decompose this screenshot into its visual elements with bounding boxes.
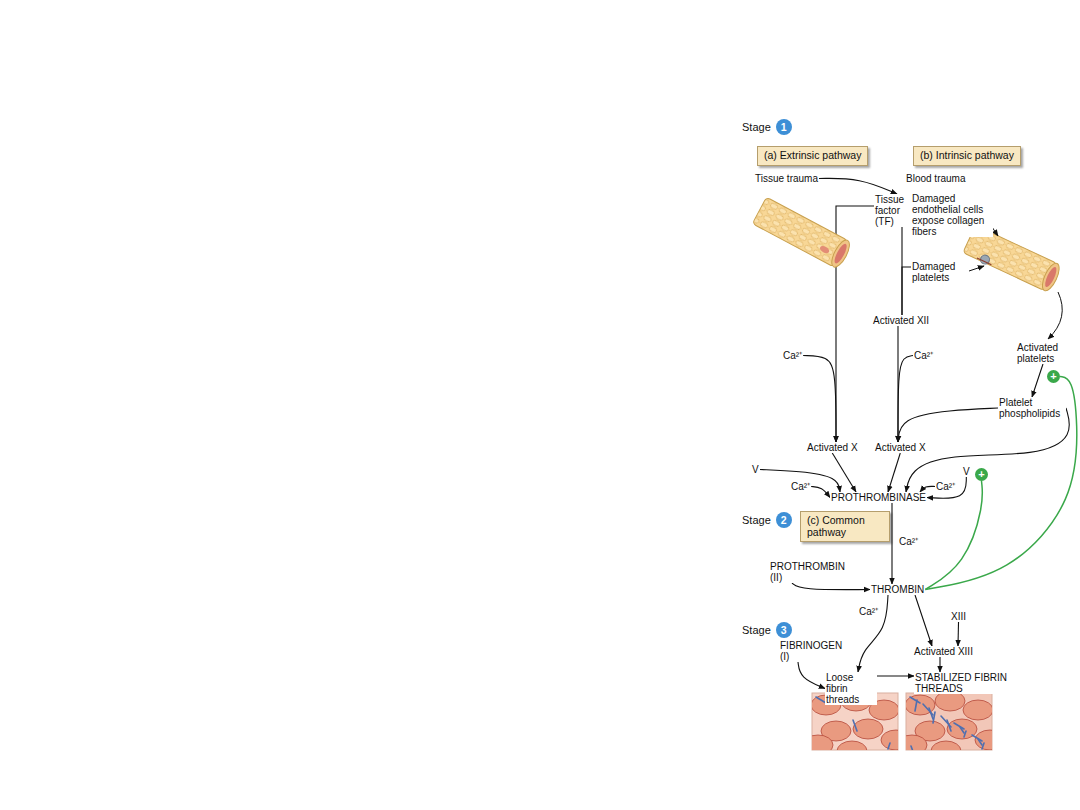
edge-label: Ca²⁺ [898,536,919,547]
label-text: + [1047,370,1060,383]
stage-marker: Stage 1 [742,119,792,135]
label-text: THROMBIN [871,584,924,595]
reaction-arrow [803,356,836,443]
label-text: Ca²⁺ [914,350,933,361]
process-label: Activated XIII [913,646,974,657]
stage-marker: Stage 3 [742,622,792,638]
process-label: XIII [950,611,967,622]
label-text: V [963,466,970,477]
label-text: PROTHROMBIN (II) [770,561,852,583]
label-text: Platelet phospholipids [999,397,1065,419]
label-text: V [752,464,759,475]
label-text: (b) Intrinsic pathway [920,150,1014,162]
reaction-arrow [915,595,932,646]
pointer-arrow [1048,292,1062,339]
process-label: Activated platelets [1016,342,1070,364]
label-text: Stage [742,121,771,133]
label-text: Ca²⁺ [791,481,810,492]
process-label: PROTHROMBINASE [830,492,927,503]
label-text: Activated X [807,442,858,453]
label-text: Activated X [875,442,926,453]
label-text: STABILIZED FIBRIN THREADS [915,672,1019,694]
reaction-arrow [792,583,870,590]
reaction-arrow [760,470,840,493]
label-text: Stage [742,624,771,636]
label-text: Tissue trauma [755,173,818,184]
process-label: STABILIZED FIBRIN THREADS [914,672,1020,694]
label-text: (a) Extrinsic pathway [764,150,861,162]
label-text: Damaged endothelial cells expose collage… [912,193,992,237]
process-label: Damaged platelets [911,261,968,283]
label-text: Stage [742,514,771,526]
label-text: Activated XII [873,315,929,326]
process-label: Damaged endothelial cells expose collage… [911,193,993,237]
plus-badge: + [975,468,988,481]
stage-number: 2 [776,512,792,528]
label-text: Ca²⁺ [936,481,955,492]
process-label: Tissue trauma [754,173,819,184]
process-label: Activated X [874,442,927,453]
reaction-arrow [811,487,830,498]
label-text: Activated XIII [914,646,973,657]
reaction-arrow [902,267,911,315]
pathway-box: (c) Common pathway [800,511,890,542]
stage-number: 1 [776,119,792,135]
reaction-arrow [832,453,856,492]
reaction-arrow [1032,364,1043,397]
edge-label: Ca²⁺ [858,606,879,617]
label-text: FIBRINOGEN (I) [780,640,850,662]
process-label: Activated X [806,442,859,453]
process-label: Ca²⁺ [790,481,811,492]
process-label: Ca²⁺ [913,350,934,361]
label-text: PROTHROMBINASE [831,492,926,503]
reaction-arrow [927,477,966,498]
label-text: (c) Common pathway [807,515,883,538]
plus-badge: + [1047,370,1060,383]
activation-feedback [925,481,982,590]
stage-number: 3 [776,622,792,638]
label-text: Blood trauma [906,173,965,184]
reaction-arrow [858,595,888,672]
process-label: V [751,464,760,475]
reaction-arrow [906,408,1069,492]
process-label: FIBRINOGEN (I) [779,640,851,662]
reaction-arrow [939,657,940,672]
stage-marker: Stage 2 [742,512,792,528]
reaction-arrow [877,675,914,676]
process-label: Blood trauma [905,173,966,184]
pathway-box: (a) Extrinsic pathway [757,146,868,166]
label-text: Activated platelets [1017,342,1069,364]
process-label: Platelet phospholipids [998,397,1066,419]
reaction-arrow [819,178,897,194]
process-label: THROMBIN [870,584,925,595]
pathway-box: (b) Intrinsic pathway [913,146,1021,166]
label-text: Loose fibrin threads [826,672,876,705]
process-label: Activated XII [872,315,930,326]
reaction-arrow [888,453,900,492]
label-text: Damaged platelets [912,261,967,283]
label-text: Ca²⁺ [783,350,802,361]
reaction-arrow [898,408,998,442]
label-text: + [975,468,988,481]
process-label: PROTHROMBIN (II) [769,561,853,583]
reaction-arrow [957,622,959,646]
process-label: Loose fibrin threads [825,672,877,705]
reaction-arrow [891,503,892,584]
reaction-arrow [798,662,825,689]
process-label: Ca²⁺ [935,481,956,492]
activation-feedback [925,377,1077,590]
process-label: V [962,466,971,477]
process-label: Ca²⁺ [782,350,803,361]
label-text: XIII [951,611,966,622]
blood-vessel [752,197,853,269]
pointer-arrow [969,266,984,271]
